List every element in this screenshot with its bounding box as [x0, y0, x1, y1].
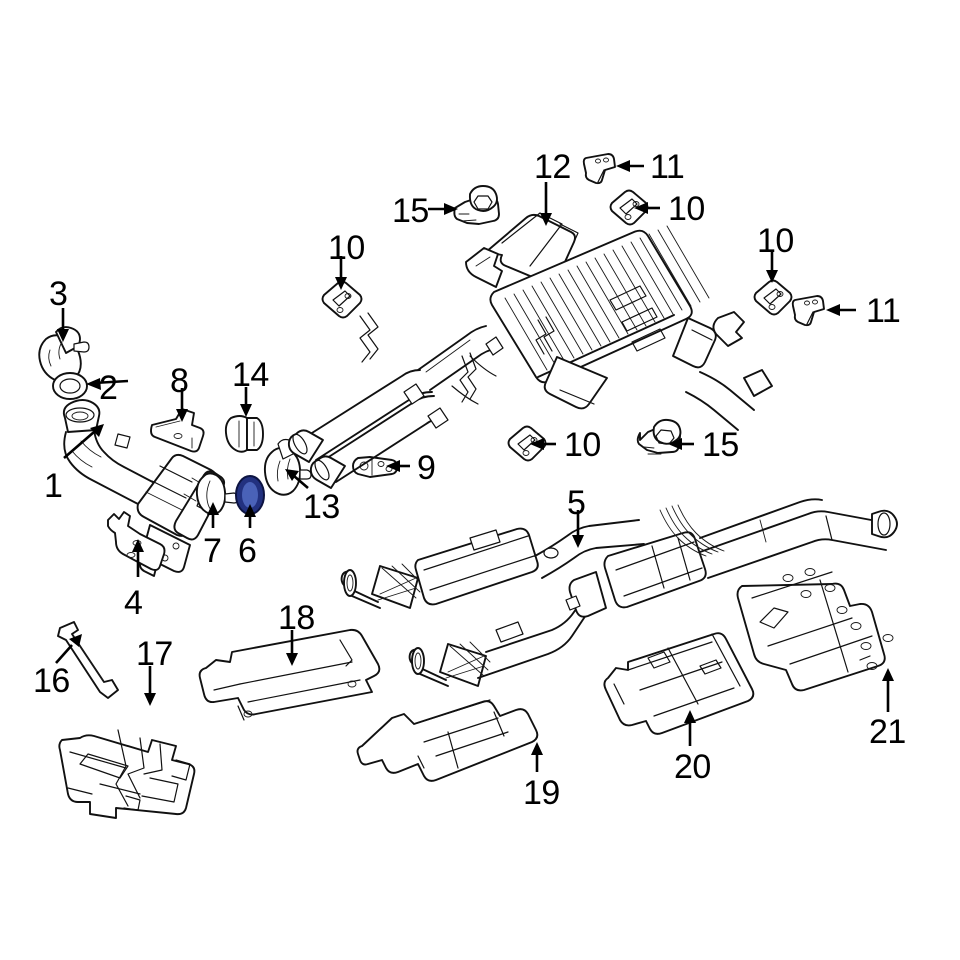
callout-label-16: 16: [33, 662, 70, 700]
callout-label-10-b: 10: [668, 190, 705, 228]
part-21-heat-shield-rear-right: [736, 568, 894, 692]
callout-label-19: 19: [523, 774, 560, 812]
callout-label-10-c: 10: [757, 222, 794, 260]
part-6-gasket-highlighted: [235, 475, 265, 515]
callout-label-15-a: 15: [392, 192, 429, 230]
leader-lines: [55, 160, 894, 772]
callout-label-7: 7: [203, 532, 222, 570]
part-11-hanger-rod-b: [791, 295, 825, 327]
part-10-hanger-insulator-a: [321, 280, 379, 363]
callout-label-10-a: 10: [328, 229, 365, 267]
callout-label-11-a: 11: [650, 148, 685, 186]
callout-label-15-b: 15: [702, 426, 739, 464]
part-19-heat-shield-rear-left: [356, 699, 539, 782]
callout-label-13: 13: [303, 488, 340, 526]
part-20-heat-shield-rear-center: [603, 632, 755, 735]
callout-label-5: 5: [567, 484, 586, 522]
callout-label-4: 4: [124, 584, 143, 622]
part-18-tunnel-heat-shield-center: [198, 628, 381, 721]
callout-label-20: 20: [674, 748, 711, 786]
callout-label-21: 21: [869, 713, 906, 751]
part-17-tunnel-heat-shield-front: [58, 729, 196, 819]
callout-label-3: 3: [49, 275, 68, 313]
callout-label-14: 14: [232, 356, 269, 394]
part-11-hanger-rod-a: [582, 153, 616, 185]
callout-label-17: 17: [136, 635, 173, 673]
callout-label-9: 9: [417, 449, 436, 487]
part-14-pipe-clamp-small: [224, 415, 264, 453]
part-15-valve-actuator-b: [636, 418, 682, 455]
callout-label-18: 18: [278, 599, 315, 637]
part-5-center-pipe-assembly: [340, 498, 898, 687]
callout-label-8: 8: [170, 362, 189, 400]
callout-label-10-d: 10: [564, 426, 601, 464]
crossover-exhaust-pipes: [287, 316, 773, 489]
part-15-valve-actuator-a: [453, 185, 500, 225]
part-12-rear-muffler: [417, 212, 745, 410]
callout-label-6: 6: [238, 532, 257, 570]
part-8-hanger-bracket: [150, 408, 205, 453]
callout-label-11-b: 11: [866, 292, 901, 330]
callout-label-2: 2: [99, 369, 118, 407]
part-10-hanger-insulator-c: [753, 279, 793, 316]
part-7-exhaust-pipe-seal: [195, 472, 239, 516]
callout-label-1: 1: [44, 467, 63, 505]
part-2-seal-ring: [52, 372, 88, 400]
callout-label-12: 12: [534, 148, 571, 186]
